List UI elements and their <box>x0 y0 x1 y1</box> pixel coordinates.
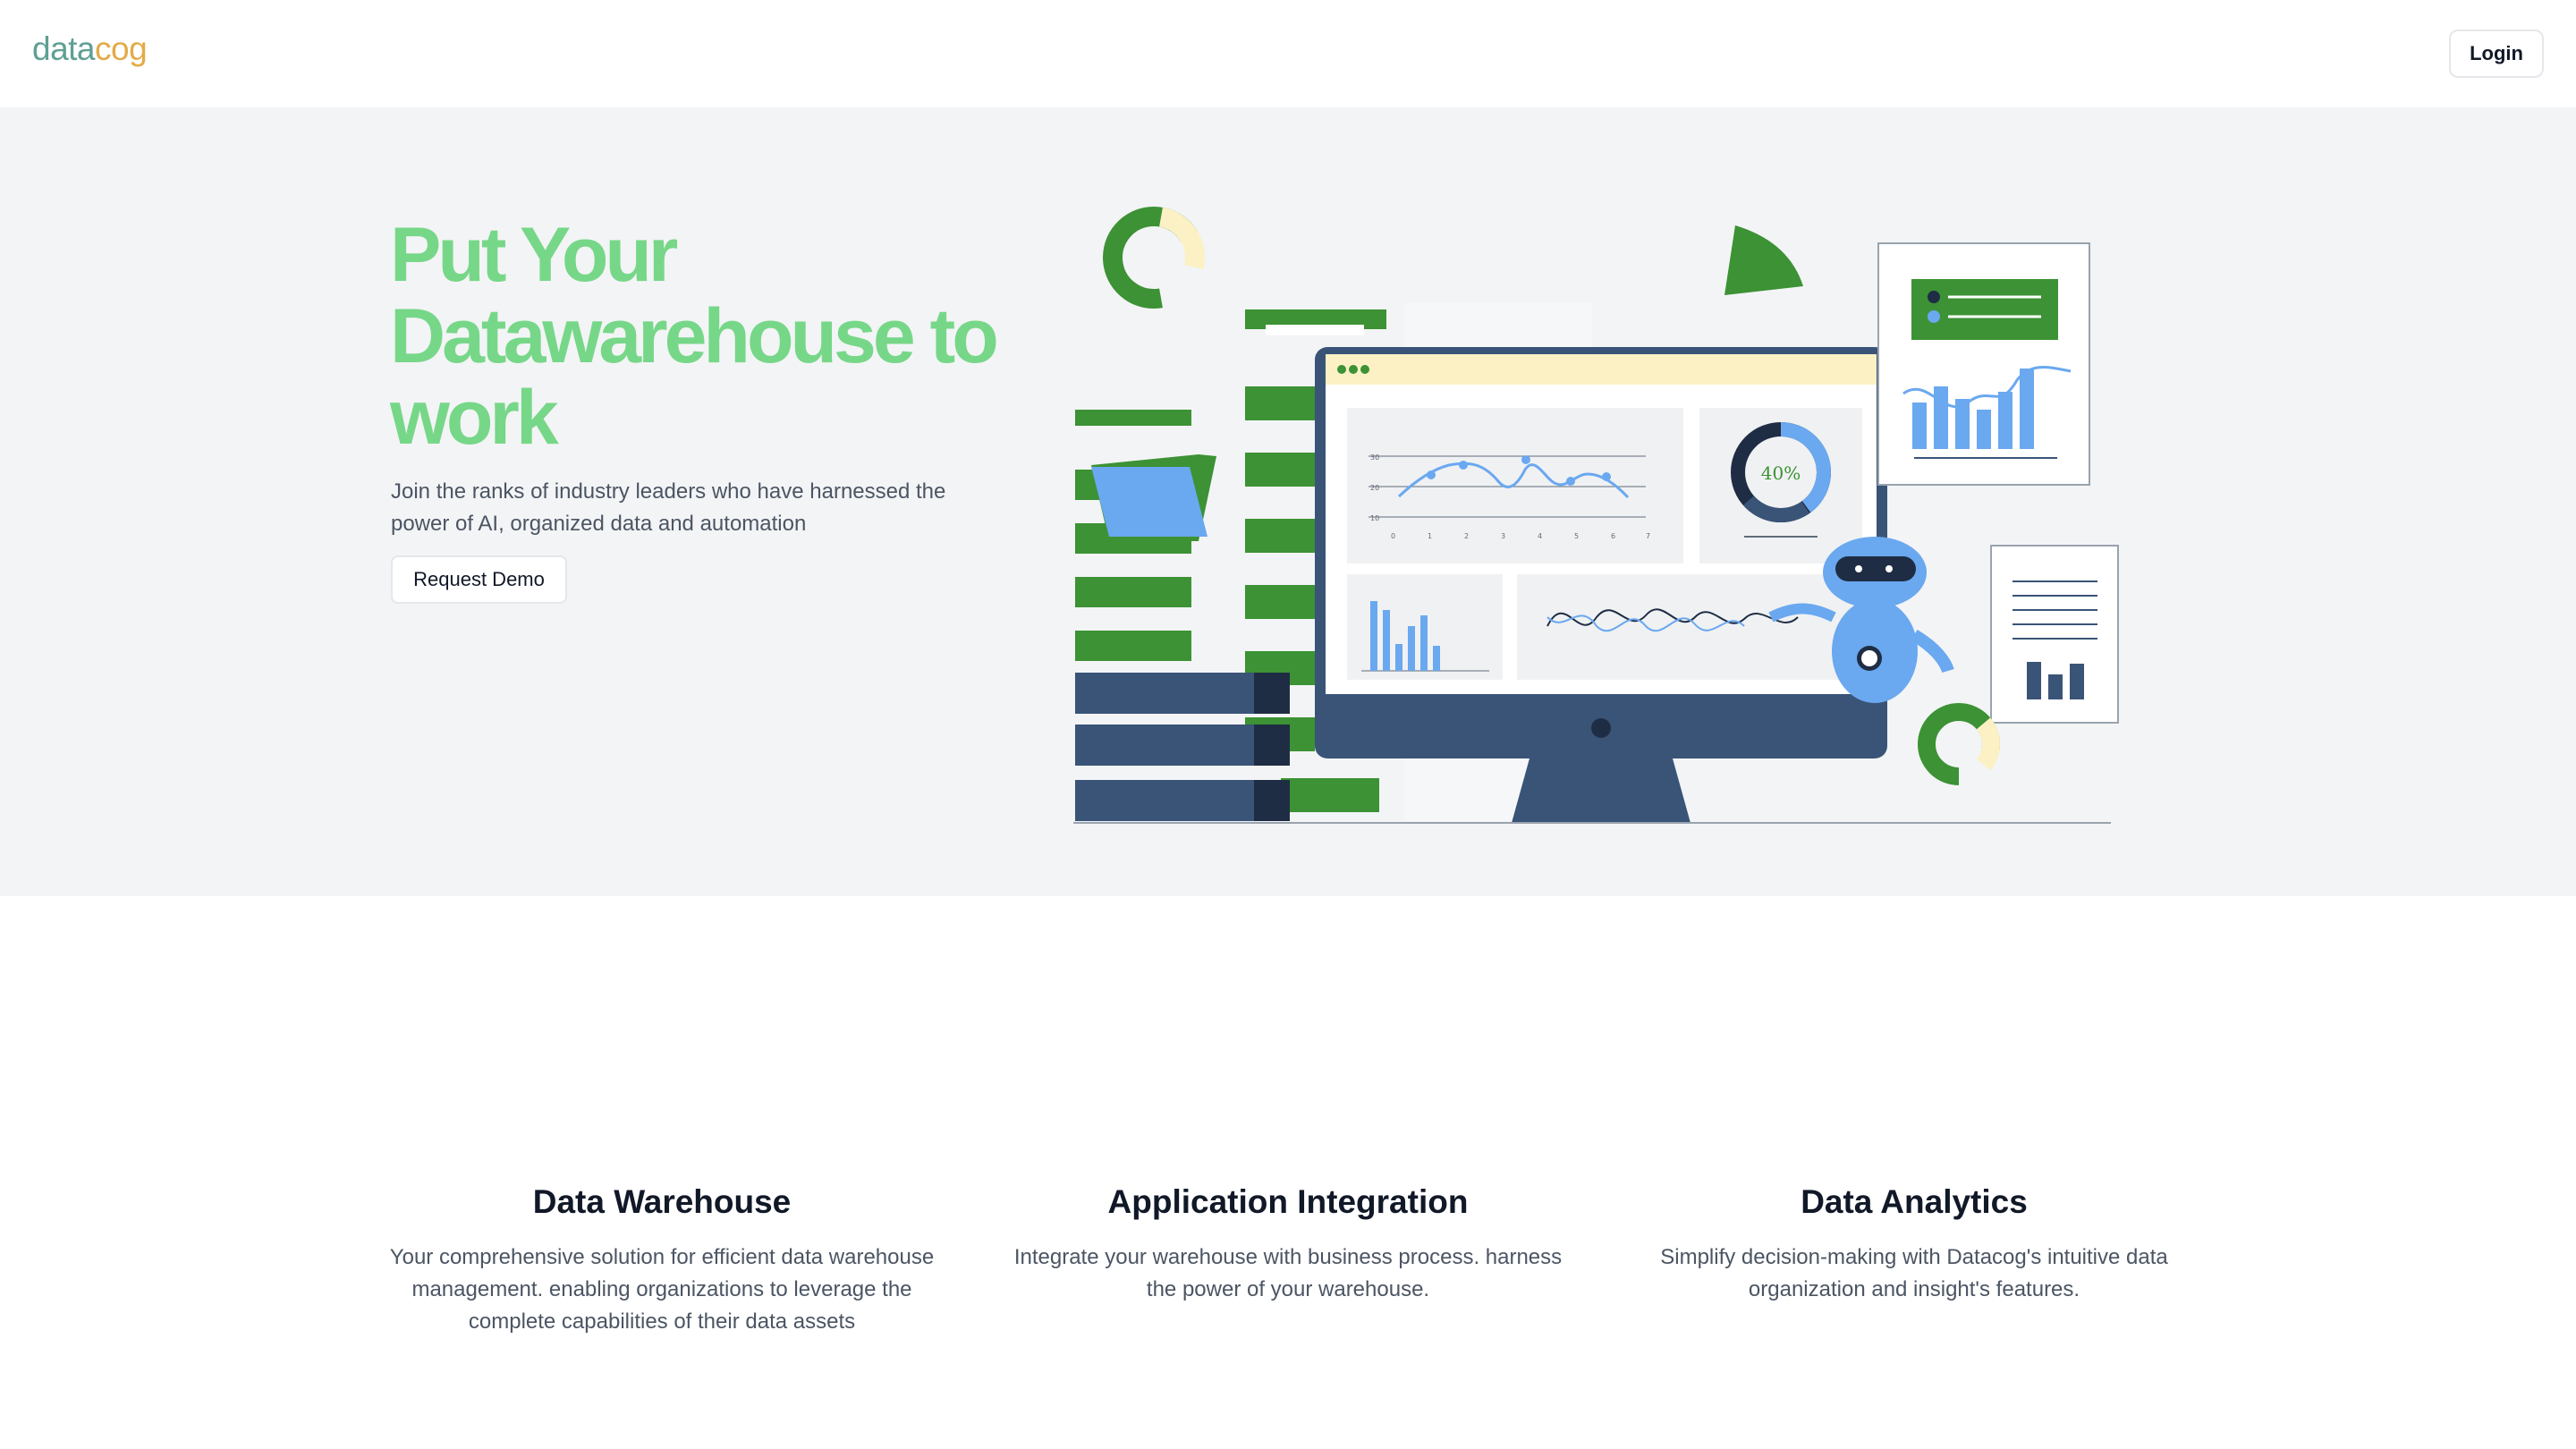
login-button[interactable]: Login <box>2449 30 2544 78</box>
dashboard-bar-chart <box>1347 574 1503 680</box>
decor-pie-slice <box>1724 225 1803 295</box>
dashboard-wave-chart <box>1517 574 1862 680</box>
feature-data-warehouse: Data Warehouse Your comprehensive soluti… <box>376 1179 948 1338</box>
dashboard-donut: 40% <box>1699 408 1862 564</box>
donut-percent-label: 40% <box>1761 462 1801 484</box>
hero-illustration: 30 20 10 0 1 2 3 4 5 6 7 40% <box>1073 207 2119 824</box>
x-tick-7: 7 <box>1646 532 1650 540</box>
feature-description: Integrate your warehouse with business p… <box>1013 1245 1563 1301</box>
x-tick-3: 3 <box>1501 532 1505 540</box>
hero-title: Put Your Datawarehouse to work <box>390 212 999 461</box>
report-document-chart <box>1877 242 2090 486</box>
dashboard-line-chart: 30 20 10 0 1 2 3 4 5 6 7 <box>1347 408 1683 564</box>
folder-icon <box>1091 454 1216 541</box>
report-document-small <box>1990 545 2119 724</box>
feature-data-analytics: Data Analytics Simplify decision-making … <box>1628 1179 2200 1306</box>
y-tick-10: 10 <box>1370 514 1379 522</box>
x-tick-0: 0 <box>1391 532 1395 540</box>
server-rack-tall <box>1245 309 1386 812</box>
decor-donut-left <box>1103 207 1205 309</box>
feature-description: Simplify decision-making with Datacog's … <box>1660 1245 2168 1301</box>
hero-subtitle: Join the ranks of industry leaders who h… <box>391 479 946 536</box>
datacog-logo[interactable]: datacog <box>32 30 148 68</box>
feature-title: Data Warehouse <box>532 1183 792 1220</box>
feature-description: Your comprehensive solution for efficien… <box>389 1245 935 1334</box>
site-header: datacog Login <box>0 0 2576 107</box>
x-tick-2: 2 <box>1464 532 1469 540</box>
server-units <box>1075 673 1290 821</box>
x-tick-1: 1 <box>1428 532 1432 540</box>
x-tick-5: 5 <box>1574 532 1579 540</box>
request-demo-button[interactable]: Request Demo <box>391 555 567 604</box>
logo-text-data: data <box>32 30 96 67</box>
y-tick-20: 20 <box>1370 484 1379 492</box>
x-tick-4: 4 <box>1538 532 1542 540</box>
y-tick-30: 30 <box>1370 453 1379 462</box>
robot-illustration <box>1768 537 1954 703</box>
feature-title: Application Integration <box>1107 1183 1469 1220</box>
feature-title: Data Analytics <box>1801 1183 2028 1220</box>
x-tick-6: 6 <box>1611 532 1615 540</box>
decor-donut-right <box>1918 703 2000 785</box>
feature-application-integration: Application Integration Integrate your w… <box>1002 1179 1574 1306</box>
logo-text-cog: cog <box>95 30 148 67</box>
